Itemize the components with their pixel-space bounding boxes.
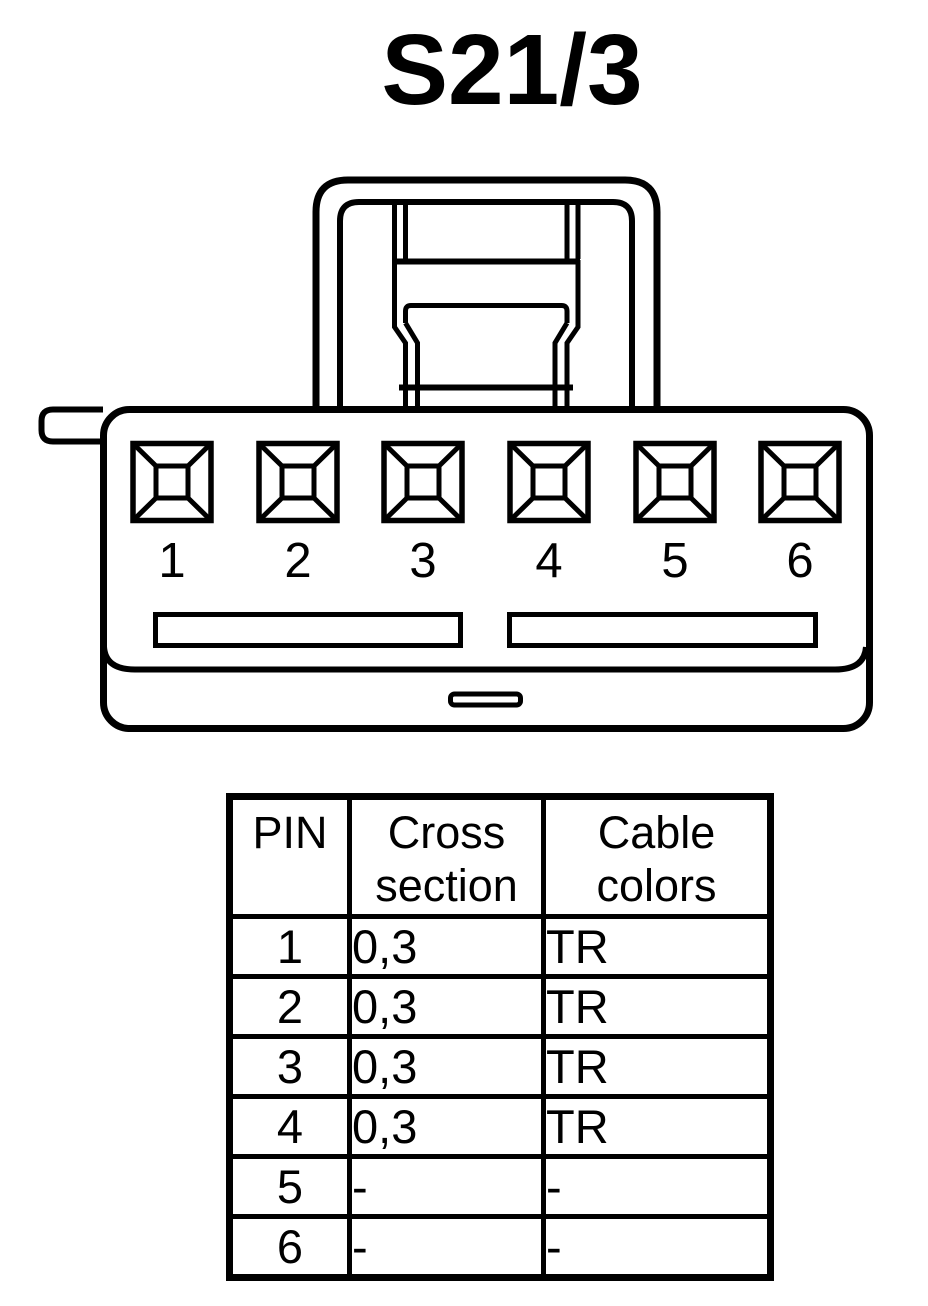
pin-bevel-line	[563, 441, 590, 468]
table-row: 6 - -	[227, 1214, 773, 1280]
table-row: 5 - -	[227, 1154, 773, 1219]
pin-bevel-line	[508, 441, 535, 468]
pin-bevel-line	[257, 441, 284, 468]
pin-sockets: 1 2 3 4 5 6	[130, 440, 842, 588]
pin-bevel-line	[131, 441, 158, 468]
pin-bevel-line	[382, 496, 409, 523]
header-cross-line1: Cross	[387, 807, 506, 858]
pin-inner-square	[404, 463, 442, 501]
pin-bevel-line	[312, 441, 339, 468]
pin-number-cell: 4	[227, 1094, 352, 1159]
pin-socket-4	[507, 440, 591, 524]
cable-color-cell: TR	[541, 1094, 773, 1159]
header-cross-line2: section	[375, 860, 518, 911]
pin-outer-square	[507, 440, 591, 524]
pin-bevel-line	[382, 441, 409, 468]
latch-tongue-right-outer	[564, 260, 581, 409]
pin-bevel-line	[689, 441, 716, 468]
header-cable-line1: Cable	[597, 807, 716, 858]
pin-inner-square	[279, 463, 317, 501]
connector-diagram: 1 2 3 4 5 6	[38, 176, 873, 732]
side-tab	[38, 406, 103, 445]
header-cable-colors: Cable colors	[541, 794, 773, 919]
latch-inner-arch	[337, 199, 635, 409]
pin-outer-square	[256, 440, 340, 524]
pin-table: PIN Cross section Cable colors 1 0,3 TR …	[226, 793, 774, 1281]
body-separator-line	[101, 646, 869, 673]
cable-color-cell: TR	[541, 974, 773, 1039]
latch-outer-arch	[312, 176, 661, 409]
pin-label: 3	[409, 534, 436, 588]
cross-section-cell: -	[347, 1214, 546, 1280]
latch-tongue-plate	[403, 303, 570, 323]
table-row: 3 0,3 TR	[227, 1034, 773, 1099]
pin-bevel-line	[437, 441, 464, 468]
pin-bevel-line	[634, 441, 661, 468]
pin-label: 1	[158, 534, 185, 588]
table-row: 4 0,3 TR	[227, 1094, 773, 1159]
pin-bevel-line	[814, 441, 841, 468]
pin-label: 5	[661, 534, 688, 588]
header-cross-section: Cross section	[347, 794, 546, 919]
pin-number-cell: 2	[227, 974, 352, 1039]
pin-outer-square	[381, 440, 465, 524]
cross-section-cell: 0,3	[347, 1094, 546, 1159]
table-header-row: PIN Cross section Cable colors	[227, 794, 773, 919]
pin-bevel-line	[257, 496, 284, 523]
pin-inner-square	[530, 463, 568, 501]
cross-section-cell: -	[347, 1154, 546, 1219]
table-row: 2 0,3 TR	[227, 974, 773, 1039]
pin-socket-5	[633, 440, 717, 524]
cross-section-cell: 0,3	[347, 974, 546, 1039]
pin-number-cell: 5	[227, 1154, 352, 1219]
pin-inner-square	[153, 463, 191, 501]
pin-number-cell: 1	[227, 914, 352, 979]
key-slot-right	[507, 612, 818, 648]
pin-inner-square	[781, 463, 819, 501]
pin-bevel-line	[131, 496, 158, 523]
pin-bevel-line	[689, 496, 716, 523]
pin-bevel-line	[186, 441, 213, 468]
latch-tongue-left-outer	[392, 260, 408, 409]
pin-number-cell: 3	[227, 1034, 352, 1099]
pin-socket-1	[130, 440, 214, 524]
skirt-latch-window	[448, 691, 523, 708]
cross-section-cell: 0,3	[347, 914, 546, 979]
cross-section-cell: 0,3	[347, 1034, 546, 1099]
latch-hanger-lines	[392, 204, 581, 259]
pin-bevel-line	[312, 496, 339, 523]
key-slot-left	[153, 612, 463, 648]
pin-outer-square	[633, 440, 717, 524]
pin-label: 4	[535, 534, 562, 588]
pin-label: 2	[284, 534, 311, 588]
cable-color-cell: TR	[541, 914, 773, 979]
header-pin-line1: PIN	[252, 807, 328, 858]
pin-bevel-line	[814, 496, 841, 523]
pin-label: 6	[786, 534, 813, 588]
pin-socket-3	[381, 440, 465, 524]
cable-color-cell: -	[541, 1214, 773, 1280]
pin-bevel-line	[634, 496, 661, 523]
pin-socket-6	[758, 440, 842, 524]
pin-bevel-line	[186, 496, 213, 523]
pin-bevel-line	[563, 496, 590, 523]
pin-outer-square	[130, 440, 214, 524]
pin-bevel-line	[759, 441, 786, 468]
pin-bevel-line	[437, 496, 464, 523]
header-cable-line2: colors	[596, 860, 717, 911]
pin-number-cell: 6	[227, 1214, 352, 1280]
pin-socket-2	[256, 440, 340, 524]
pin-bevel-line	[508, 496, 535, 523]
diagram-title: S21/3	[381, 14, 643, 126]
table-row: 1 0,3 TR	[227, 914, 773, 979]
cable-color-cell: TR	[541, 1034, 773, 1099]
header-pin: PIN	[227, 794, 352, 919]
pin-outer-square	[758, 440, 842, 524]
cable-color-cell: -	[541, 1154, 773, 1219]
connector-body	[100, 406, 873, 732]
pin-bevel-line	[759, 496, 786, 523]
pin-inner-square	[656, 463, 694, 501]
